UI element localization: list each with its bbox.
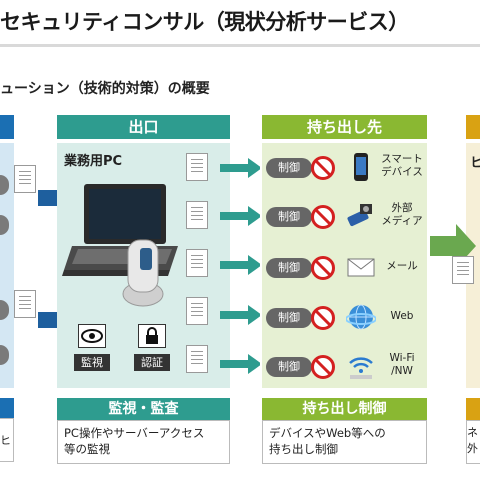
exit-column-header: 出口 <box>57 115 230 139</box>
usb-media-icon <box>347 204 372 227</box>
destination-footer-line: デバイスやWeb等への <box>269 426 386 440</box>
document-icon <box>14 290 36 318</box>
lock-icon <box>138 324 166 348</box>
left-device-shape <box>0 345 9 365</box>
flow-arrow-icon <box>220 305 260 325</box>
document-icon <box>186 153 208 181</box>
left-device-shape <box>0 175 9 195</box>
flow-arrow-icon <box>220 158 260 178</box>
section-subtitle: ューション（技術的対策）の概要 <box>0 81 210 97</box>
label-line: メディア <box>381 215 423 227</box>
left-footer-char: ヒ <box>0 418 14 462</box>
destination-column-header: 持ち出し先 <box>262 115 427 139</box>
destination-footer-header: 持ち出し制御 <box>262 398 427 420</box>
page-title: セキュリティコンサル（現状分析サービス） <box>0 10 409 34</box>
control-pill: 制御 <box>266 258 312 278</box>
label-line: Web <box>390 310 414 322</box>
left-device-shape <box>0 300 9 320</box>
exit-footer-header: 監視・監査 <box>57 398 230 420</box>
label-line: メール <box>386 260 418 272</box>
label-line: Wi-Fi <box>389 352 415 364</box>
right-column-header <box>466 115 480 139</box>
exit-footer-line: PC操作やサーバーアクセス <box>64 426 205 440</box>
flow-arrow-icon <box>220 206 260 226</box>
control-row-external-media: 制御 外部メディア <box>266 199 423 233</box>
destination-label: メール <box>378 260 426 273</box>
left-device-shape <box>0 215 9 235</box>
document-icon <box>186 297 208 325</box>
prohibited-icon <box>311 205 335 229</box>
control-pill: 制御 <box>266 308 312 328</box>
label-line: スマート <box>381 153 423 165</box>
destination-label: Web <box>378 310 426 323</box>
auth-label: 認証 <box>134 354 170 371</box>
prohibited-icon <box>311 256 335 280</box>
control-pill: 制御 <box>266 207 312 227</box>
right-footer-text: ネ 外 <box>466 420 480 464</box>
right-footer-line: 外 <box>467 442 478 455</box>
right-panel-char: ヒ <box>470 156 480 171</box>
control-row-mail: 制御 メール <box>266 250 421 284</box>
flow-arrow-icon <box>220 255 260 275</box>
destination-label: 外部メディア <box>378 202 426 228</box>
label-line: /NW <box>391 365 413 377</box>
document-icon <box>186 345 208 373</box>
right-footer-header <box>466 398 480 420</box>
destination-label: Wi-Fi/NW <box>378 352 426 378</box>
document-icon <box>186 249 208 277</box>
control-row-smart-device: 制御 スマートデバイス <box>266 150 423 184</box>
exit-footer-text: PC操作やサーバーアクセス 等の監視 <box>57 420 230 464</box>
smartphone-icon <box>354 153 368 181</box>
control-row-web: 制御 Web <box>266 300 421 334</box>
flow-arrow-icon <box>220 354 260 374</box>
web-globe-icon <box>346 304 376 330</box>
control-pill: 制御 <box>266 158 312 178</box>
label-line: デバイス <box>381 166 423 178</box>
document-icon <box>14 165 36 193</box>
prohibited-icon <box>311 355 335 379</box>
left-column-panel <box>0 143 14 388</box>
destination-footer-line: 持ち出し制御 <box>269 442 338 456</box>
fingerprint-scanner-icon <box>122 239 164 307</box>
monitor-label: 監視 <box>74 354 110 371</box>
left-column-header <box>0 115 14 139</box>
exit-footer-line: 等の監視 <box>64 442 110 456</box>
left-footer-header <box>0 398 14 418</box>
prohibited-icon <box>311 156 335 180</box>
control-pill: 制御 <box>266 357 312 377</box>
destination-footer-text: デバイスやWeb等への 持ち出し制御 <box>262 420 427 464</box>
document-icon <box>186 201 208 229</box>
document-icon <box>452 256 474 284</box>
control-row-wifi: 制御 Wi-Fi/NW <box>266 349 421 383</box>
mail-icon <box>347 258 375 277</box>
label-line: 外部 <box>391 202 413 214</box>
pc-label: 業務用PC <box>64 154 123 169</box>
wifi-icon <box>349 357 373 379</box>
destination-label: スマートデバイス <box>378 153 426 179</box>
prohibited-icon <box>311 306 335 330</box>
eye-icon <box>78 324 106 348</box>
right-footer-line: ネ <box>467 426 478 439</box>
title-divider <box>0 44 480 47</box>
